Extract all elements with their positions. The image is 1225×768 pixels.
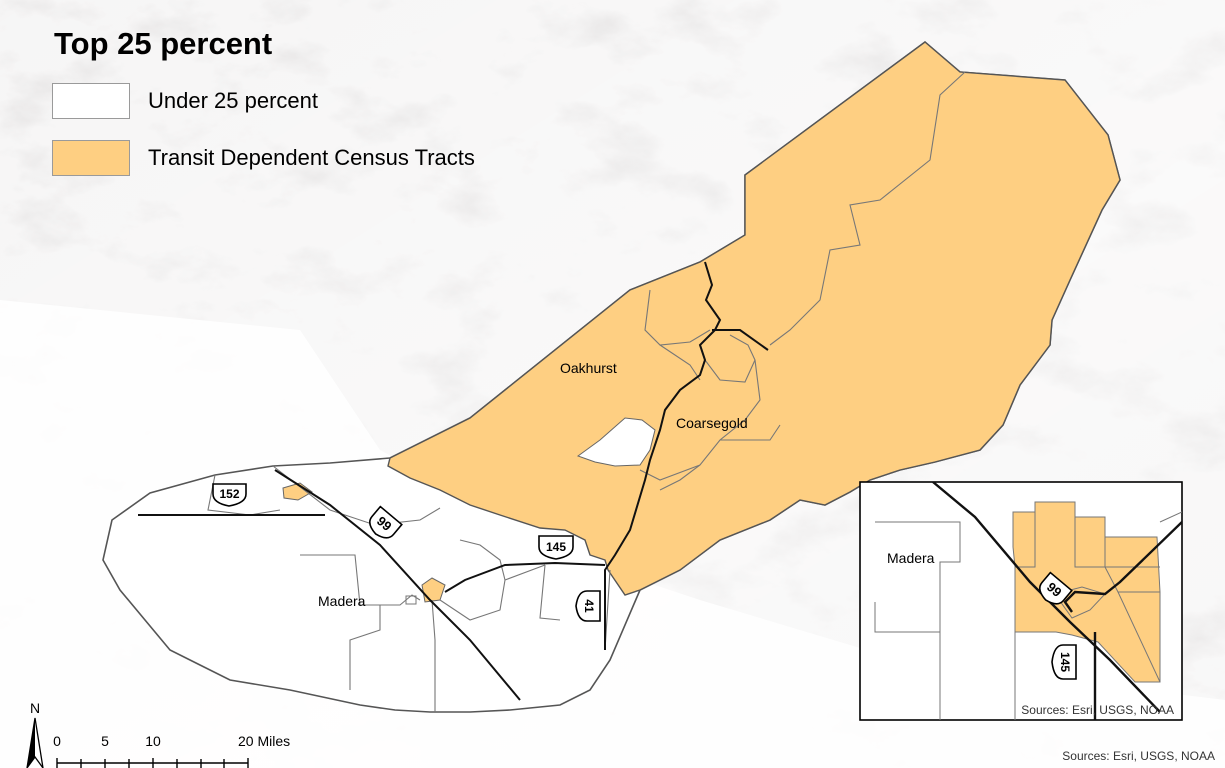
legend-item-under-25: Under 25 percent: [52, 82, 318, 120]
route-shield-152-label: 152: [219, 487, 239, 501]
route-shield-152: 152: [212, 483, 247, 507]
highway-41-line: [604, 261, 722, 650]
map-attribution: Sources: Esri, USGS, NOAA: [1062, 749, 1215, 763]
route-shield-145: 145: [538, 535, 574, 560]
route-shield-99: 99: [368, 505, 403, 539]
inset-shield-99: 99: [1038, 571, 1073, 605]
place-label-oakhurst: Oakhurst: [560, 360, 617, 376]
legend-label-transit-dependent: Transit Dependent Census Tracts: [148, 145, 475, 170]
north-arrow: N: [26, 700, 44, 768]
place-label-madera: Madera: [318, 593, 366, 609]
legend-label-under-25: Under 25 percent: [148, 88, 318, 113]
tract-lines: [207, 71, 966, 712]
legend-swatch-under-25: [52, 83, 130, 119]
legend-swatch-transit-dependent: [52, 140, 130, 176]
highway-99-line: [274, 469, 521, 701]
inset-shield-145: 145: [1051, 644, 1077, 680]
tract-hole: [576, 417, 656, 467]
scale-bar: [56, 758, 249, 768]
roads: [138, 261, 769, 701]
route-shield-41-label: 41: [582, 599, 596, 613]
inset-map: 99 145 Madera Sources: Esri, USGS, NOAA: [859, 481, 1183, 721]
scale-tick-0: 0: [53, 733, 61, 749]
inset-place-madera: Madera: [887, 550, 935, 566]
highway-145-line: [444, 561, 606, 593]
scale-tick-20-miles: 20 Miles: [238, 733, 290, 749]
inset-shield-145-label: 145: [1058, 652, 1072, 672]
legend-item-transit-dependent: Transit Dependent Census Tracts: [52, 139, 475, 177]
scale-tick-5: 5: [101, 733, 109, 749]
scale-tick-10: 10: [145, 733, 161, 749]
madera-city: [405, 595, 417, 605]
madera-tract: [421, 577, 446, 603]
route-shield-145-label: 145: [546, 540, 566, 554]
legend-title: Top 25 percent: [54, 26, 273, 61]
transit-dependent-tracts: [387, 41, 1121, 596]
north-label: N: [30, 700, 40, 716]
place-label-coarsegold: Coarsegold: [676, 415, 748, 431]
route-shield-41: 41: [575, 590, 601, 622]
inset-attribution: Sources: Esri, USGS, NOAA: [1021, 703, 1174, 717]
